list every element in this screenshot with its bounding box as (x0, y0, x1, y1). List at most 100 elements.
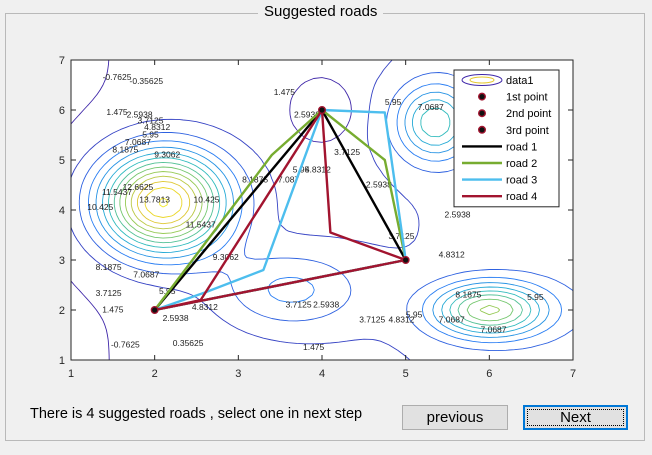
contour-label: 2.5938 (313, 300, 339, 310)
route-points (150, 105, 410, 315)
contour-label: 7.087 (278, 175, 300, 185)
contour-label: 11.5437 (186, 220, 216, 230)
legend-box (453, 69, 560, 208)
legend-entry-label: 3rd point (506, 125, 549, 137)
contour-label: 7.0687 (481, 325, 507, 335)
contour-label: -0.7625 (103, 72, 132, 82)
contour-label: 7.0687 (125, 137, 151, 147)
1st-point-marker (318, 105, 327, 114)
contour-level-line (113, 161, 523, 326)
contour-label: 2.5938 (294, 110, 320, 120)
x-tick-label: 5 (403, 368, 409, 380)
contour-label: 4.8312 (388, 315, 414, 325)
contour-label: 9.3062 (154, 150, 180, 160)
x-tick-label: 1 (68, 368, 74, 380)
y-tick-label: 7 (59, 55, 65, 67)
contour-label: 2.5938 (127, 110, 153, 120)
y-tick-label: 3 (59, 255, 65, 267)
contour-label: 8.1875 (112, 145, 138, 155)
contour-label: 0.35625 (173, 338, 204, 348)
contour-label: 10.425 (87, 202, 113, 212)
contour-label: 13.7813 (139, 195, 170, 205)
x-tick-label: 4 (319, 368, 325, 380)
legend-swatch (478, 92, 487, 101)
contour-label: 10.425 (194, 195, 220, 205)
contour-label: 1.475 (303, 342, 325, 352)
contour-label: 1.475 (102, 305, 124, 315)
contour-label: 7.0687 (439, 315, 465, 325)
contour-label: 4.8312 (305, 165, 331, 175)
y-tick-label: 4 (59, 205, 65, 217)
3rd-point-marker (150, 306, 159, 315)
2nd-point-marker (401, 256, 410, 265)
contour-level-line (95, 91, 550, 338)
contour-level-line (71, 60, 352, 360)
legend-entry-label: road 1 (506, 141, 537, 153)
contour-label: -0.7625 (111, 340, 140, 350)
contour-label: 3.7125 (96, 288, 122, 298)
contour-label: 3.7125 (137, 116, 163, 126)
contour-label: 2.5938 (163, 313, 189, 323)
contour-label: 3.7125 (286, 300, 312, 310)
contour-label: 5.95 (527, 292, 544, 302)
x-tick-label: 7 (570, 368, 576, 380)
x-tick-label: 2 (152, 368, 158, 380)
contour-label: 3.7125 (334, 147, 360, 157)
legend-entry-label: data1 (506, 75, 534, 87)
contour-level-line (144, 187, 183, 218)
contour-label: 1.475 (274, 87, 296, 97)
contour-level-line (159, 197, 168, 208)
contour-label: 2.5938 (445, 210, 471, 220)
contour-label: 8.1875 (242, 175, 268, 185)
contour-label: 12.6625 (123, 182, 154, 192)
axis-ticks: 1 2 3 4 5 6 7 1 2 3 4 5 6 7 (59, 55, 576, 380)
contour-label: 4.8312 (144, 122, 170, 132)
contour-label: 11.5437 (102, 187, 132, 197)
y-tick-label: 6 (59, 105, 65, 117)
contour-label: 8.1875 (96, 262, 122, 272)
contour-label: 5.95 (406, 310, 423, 320)
road-contour-plot[interactable]: -0.7625-0.356251.4752.59383.71254.83125.… (0, 0, 652, 400)
contour-label: 4.8312 (192, 302, 218, 312)
status-message: There is 4 suggested roads , select one … (30, 406, 363, 422)
contour-label: 8.1875 (455, 290, 481, 300)
y-tick-label: 2 (59, 305, 65, 317)
contour-label: 3.7125 (359, 315, 385, 325)
contour-lines (71, 60, 573, 360)
next-button[interactable]: Next (523, 405, 628, 430)
legend-swatch (461, 74, 503, 86)
contour-label: 9.3062 (213, 252, 239, 262)
legend-entry-label: 1st point (506, 92, 548, 104)
contour-label: -0.35625 (130, 76, 164, 86)
contour-label: 7.0687 (133, 270, 159, 280)
road-lines (153, 108, 407, 312)
legend-swatch (478, 125, 487, 134)
contour-label: 2.5938 (366, 180, 392, 190)
x-tick-label: 6 (486, 368, 492, 380)
legend-swatch (478, 109, 487, 118)
contour-level-line (137, 180, 191, 225)
contour-level-line (125, 171, 501, 316)
contour-level-line (119, 166, 514, 322)
contour-label: 5.95 (159, 286, 176, 296)
contour-label: 5.95 (142, 130, 159, 140)
contour-level-line (108, 107, 532, 330)
legend-entry-label: road 4 (506, 191, 537, 203)
legend-entry-label: road 2 (506, 158, 537, 170)
panel-title: Suggested roads (258, 3, 384, 20)
previous-button[interactable]: previous (402, 405, 508, 430)
contour-label: 7.0687 (418, 102, 444, 112)
chart-legend: data1 1st point 2nd point 3rd point road 1 ro… (453, 69, 560, 208)
road-4-line (153, 109, 407, 312)
legend-entry-label: road 3 (506, 175, 537, 187)
x-tick-label: 3 (235, 368, 241, 380)
contour-label: 1.475 (106, 107, 128, 117)
contour-label: 4.8312 (439, 250, 465, 260)
y-tick-label: 1 (59, 355, 65, 367)
legend-contour-swatch-inner (469, 76, 495, 84)
contour-level-line (130, 175, 197, 230)
legend-entry-label: 2nd point (506, 108, 551, 120)
contour-label: 5.95 (385, 97, 402, 107)
contour-level-line (71, 60, 420, 360)
y-tick-label: 5 (59, 155, 65, 167)
